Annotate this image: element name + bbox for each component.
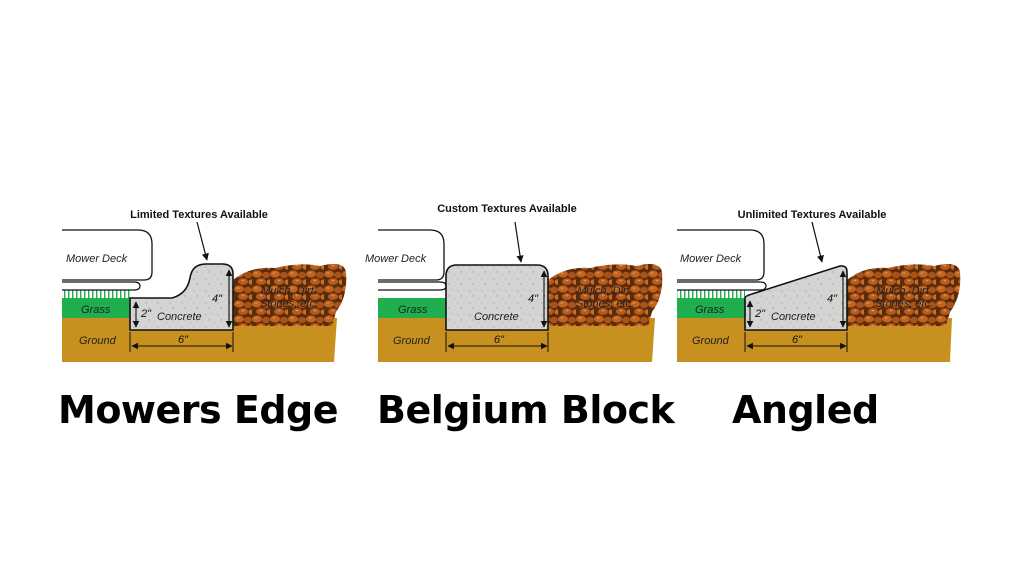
grass-blades — [677, 290, 745, 298]
grass-strip — [62, 298, 132, 318]
ground-label: Ground — [692, 335, 730, 347]
ground-label: Ground — [393, 335, 431, 347]
dim-6in-label: 6" — [178, 334, 189, 346]
mower-deck — [62, 229, 153, 281]
mower-deck-lip — [677, 281, 767, 291]
callout-arrow — [196, 221, 209, 261]
texture-note: Unlimited Textures Available — [738, 209, 887, 221]
ground-label: Ground — [79, 335, 117, 347]
mulch-label-1: Mulch, Dirt, — [261, 285, 317, 297]
concrete-mowers-edge — [129, 263, 234, 331]
grass-label: Grass — [695, 304, 725, 316]
dim-6in-label: 6" — [494, 334, 505, 346]
mulch-label-2: Stones, etc. — [260, 298, 318, 310]
callout-arrow — [811, 221, 824, 263]
panel-belgium-block: Custom Textures Available Mower Deck Gra… — [365, 203, 663, 362]
concrete-label: Concrete — [474, 311, 519, 323]
dim-6in-label: 6" — [792, 334, 803, 346]
callout-arrow — [514, 221, 524, 263]
title-mowers-edge: Mowers Edge — [58, 388, 339, 432]
mulch-area — [233, 264, 347, 326]
title-angled: Angled — [732, 388, 879, 432]
dim-2in-label: 2" — [140, 308, 152, 320]
mower-deck — [677, 229, 765, 281]
panel-mowers-edge: Limited Textures Available Mower Deck Gr… — [62, 209, 347, 362]
mower-deck-label: Mower Deck — [365, 253, 427, 265]
grass-strip — [378, 298, 448, 318]
texture-note: Limited Textures Available — [130, 209, 268, 221]
concrete-label: Concrete — [771, 311, 816, 323]
concrete-label: Concrete — [157, 311, 202, 323]
mower-deck-label: Mower Deck — [66, 253, 128, 265]
grass-label: Grass — [81, 304, 111, 316]
grass-label: Grass — [398, 304, 428, 316]
mulch-label-1: Mulch, Dirt, — [876, 285, 932, 297]
dim-4in-label: 4" — [212, 293, 223, 305]
mulch-label-2: Stones, etc. — [576, 298, 634, 310]
mulch-area — [847, 264, 961, 326]
panel-angled: Unlimited Textures Available Mower Deck … — [677, 209, 961, 362]
dim-4in-label: 4" — [528, 293, 539, 305]
mower-deck-label: Mower Deck — [680, 253, 742, 265]
mulch-label-2: Stones, etc. — [875, 298, 933, 310]
title-belgium-block: Belgium Block — [377, 388, 675, 432]
mulch-label-1: Mulch, Dirt, — [577, 285, 633, 297]
mower-deck-lip — [62, 281, 141, 291]
dim-4in-label: 4" — [827, 293, 838, 305]
grass-blades — [62, 290, 132, 298]
mower-deck-lip — [378, 281, 447, 291]
grass-strip — [677, 298, 745, 318]
texture-note: Custom Textures Available — [437, 203, 577, 215]
concrete-angled — [744, 265, 848, 331]
mower-deck — [378, 229, 445, 281]
mulch-area — [548, 264, 663, 326]
dim-2in-label: 2" — [754, 308, 766, 320]
concrete-belgium-block — [445, 264, 549, 331]
